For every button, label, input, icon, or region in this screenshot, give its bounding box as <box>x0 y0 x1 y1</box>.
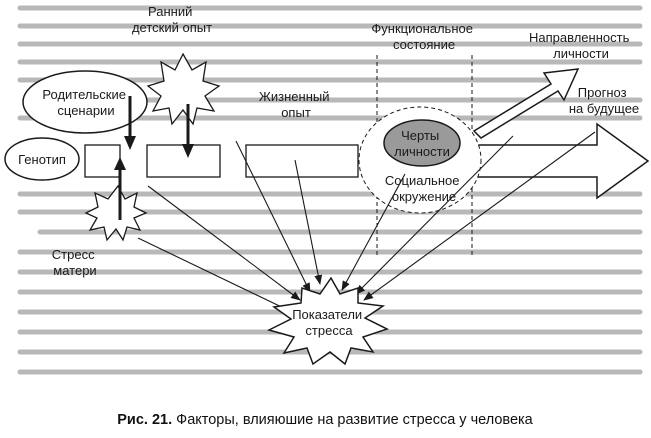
early-childhood-label: Ранний детский опыт <box>132 4 212 35</box>
band-box-2 <box>146 144 221 178</box>
future-forecast-arrow <box>471 122 650 200</box>
life-experience-label: Жизненный опыт <box>259 89 333 120</box>
genotype-label: Генотип <box>18 152 66 167</box>
parental-scenarios-node <box>22 70 148 134</box>
personality-direction-arrow <box>472 68 580 139</box>
influence-arrows-vertical <box>114 96 194 220</box>
personality-traits-node <box>383 119 461 167</box>
converging-arrows <box>137 131 596 313</box>
social-environment-label: Социальное окружение <box>385 173 463 204</box>
mother-stress-label: Стресс матери <box>52 247 98 278</box>
figure-caption-text: Факторы, влияюшие на развитие стресса у … <box>172 412 534 428</box>
personality-direction-label: Направленность личности <box>529 30 633 61</box>
genotype-node <box>4 137 80 181</box>
band-box-3 <box>245 144 359 178</box>
early-childhood-burst <box>146 52 221 126</box>
personality-traits-label: Черты личности <box>394 128 450 159</box>
mother-stress-burst <box>84 184 148 242</box>
stress-indicators-burst <box>266 276 389 366</box>
band-box-1 <box>84 144 121 178</box>
future-forecast-label: Прогноз на будущее <box>569 85 639 116</box>
functional-state-label: Функциональное состояние <box>371 21 476 52</box>
figure-caption: Рис. 21. Факторы, влияюшие на развитие с… <box>117 412 533 428</box>
figure-caption-number: Рис. 21. <box>117 412 172 428</box>
factor-band <box>84 144 359 178</box>
labels: Родительские сценарии Ранний детский опы… <box>18 4 639 338</box>
stress-indicators-label: Показатели стресса <box>292 307 366 338</box>
parental-scenarios-label: Родительские сценарии <box>42 87 129 118</box>
